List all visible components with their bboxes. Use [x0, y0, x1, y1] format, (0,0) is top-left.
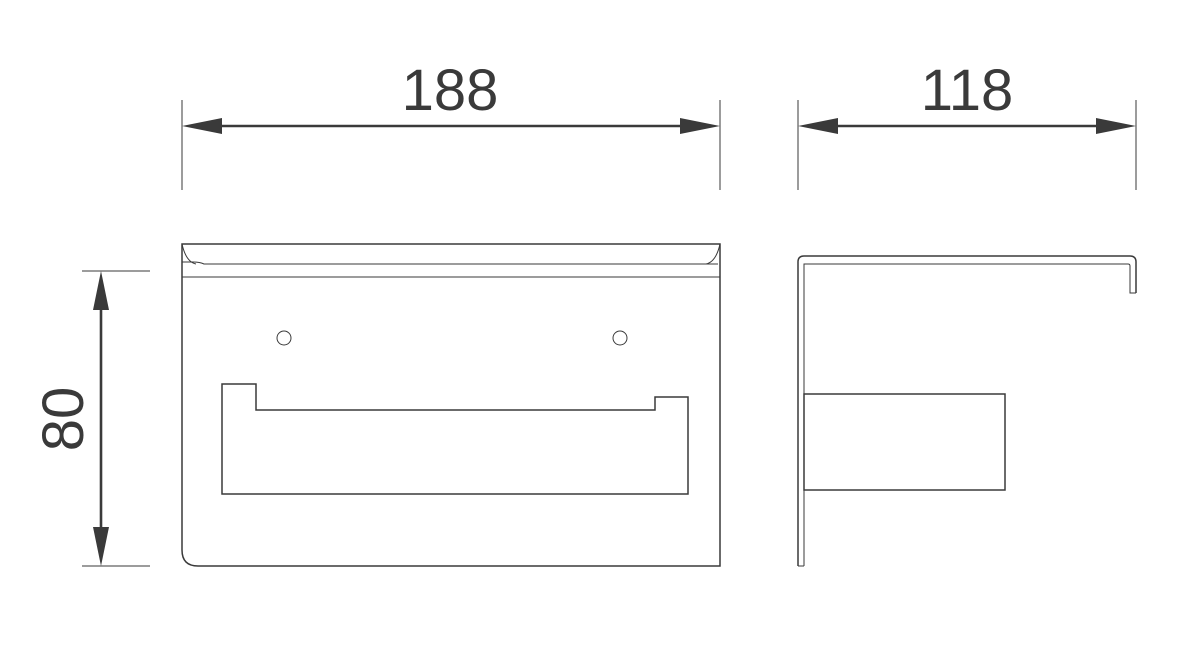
paper-roll-bar-front — [221, 383, 689, 495]
shelf-top-bevel — [182, 261, 718, 265]
width-arrow-left — [182, 118, 222, 134]
front-view-outline — [181, 243, 721, 567]
shelf-bevel-left — [181, 243, 197, 265]
depth-dimension: 118 — [797, 58, 1137, 190]
width-value: 188 — [402, 58, 499, 123]
width-arrow-right — [680, 118, 720, 134]
side-view-bracket-inner — [803, 263, 1136, 556]
depth-value: 118 — [921, 58, 1013, 123]
height-dimension: 80 — [31, 270, 150, 567]
paper-roll-bar-side — [803, 393, 1006, 491]
side-view-bracket-outer — [797, 255, 1137, 566]
height-value: 80 — [31, 387, 96, 452]
side-view — [797, 255, 1137, 567]
shelf-bevel-right — [705, 243, 721, 265]
front-view — [181, 243, 721, 567]
height-arrow-top — [93, 271, 109, 310]
mounting-hole-right — [612, 330, 628, 346]
height-arrow-bottom — [93, 527, 109, 566]
depth-arrow-right — [1096, 118, 1136, 134]
width-dimension: 188 — [181, 58, 721, 190]
mounting-hole-left — [276, 330, 292, 346]
depth-arrow-left — [798, 118, 838, 134]
